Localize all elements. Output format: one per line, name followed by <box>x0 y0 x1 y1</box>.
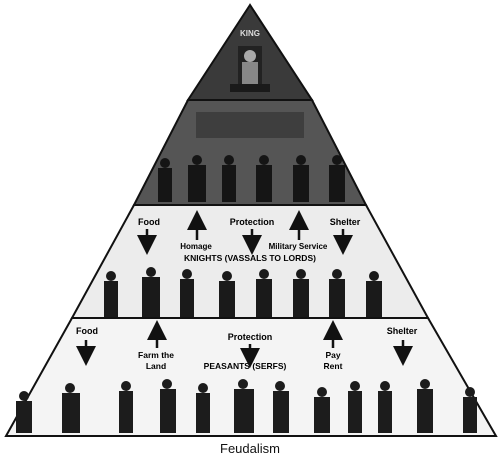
farm-the-label: Farm the <box>138 350 174 360</box>
upper-protection-label: Protection <box>230 217 275 227</box>
diagram-caption: Feudalism <box>220 441 280 456</box>
lower-protection-label: Protection <box>228 332 273 342</box>
knights-tier-label: KNIGHTS (VASSALS TO LORDS) <box>184 253 316 263</box>
king-figure <box>230 46 270 92</box>
upper-arrows <box>137 210 353 255</box>
upper-shelter-label: Shelter <box>330 217 361 227</box>
top-tier-label: KING <box>240 29 260 38</box>
nobles-figures <box>158 155 345 202</box>
lower-arrows <box>76 320 413 368</box>
peasants-tier-label: PEASANTS (SERFS) <box>204 361 287 371</box>
throne-band <box>196 112 304 138</box>
military-service-label: Military Service <box>269 242 328 251</box>
homage-label: Homage <box>180 242 212 251</box>
peasant-figures <box>16 379 477 433</box>
pay-label: Pay <box>325 350 340 360</box>
knight-figures <box>104 267 382 317</box>
lower-shelter-label: Shelter <box>387 326 418 336</box>
rent-label: Rent <box>324 361 343 371</box>
farm-land-label: Land <box>146 361 166 371</box>
lower-food-label: Food <box>76 326 98 336</box>
upper-food-label: Food <box>138 217 160 227</box>
